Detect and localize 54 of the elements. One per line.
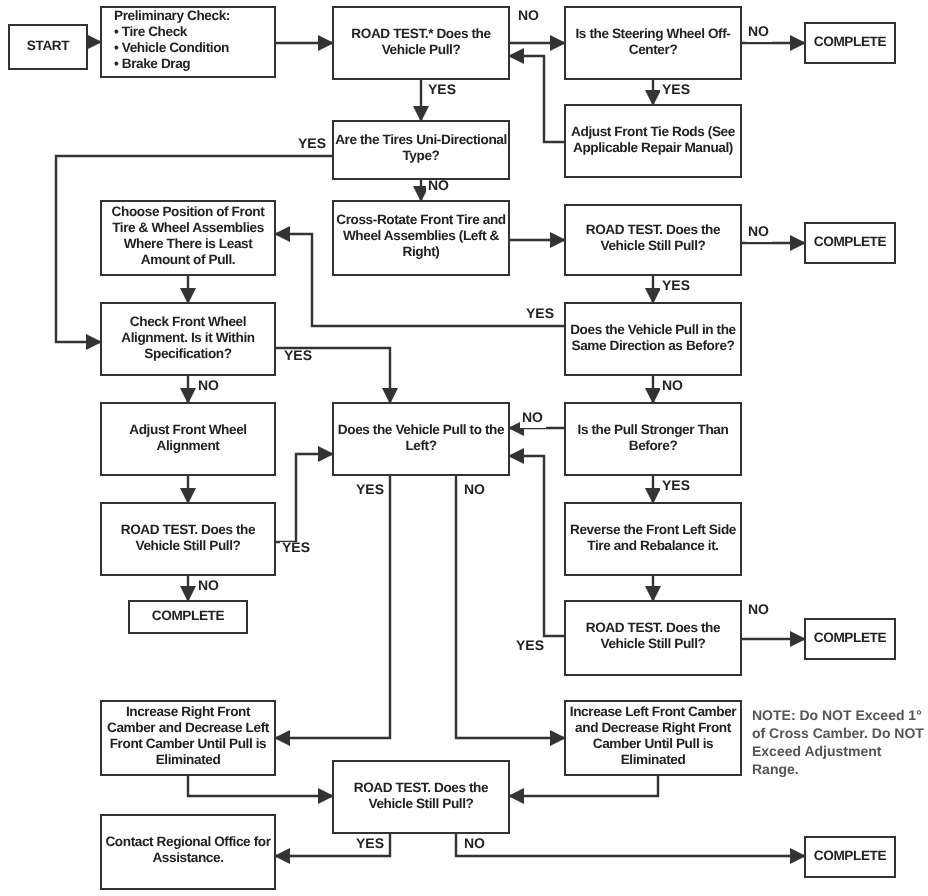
process-box [100, 302, 276, 376]
arrow [742, 631, 806, 647]
arrow [180, 576, 196, 602]
process-box [100, 814, 276, 890]
process-box [564, 6, 742, 80]
arrow [742, 235, 806, 251]
arrow [54, 154, 332, 350]
process-box [332, 6, 510, 80]
arrow [274, 226, 564, 328]
arrow [645, 376, 661, 404]
process-box [128, 600, 248, 634]
arrow [454, 834, 806, 864]
arrow [510, 35, 566, 51]
process-box [564, 302, 742, 376]
process-box [564, 104, 742, 178]
process-box [564, 600, 742, 676]
process-box [100, 502, 276, 576]
arrow [186, 776, 334, 804]
arrow [645, 576, 661, 602]
process-box [100, 6, 276, 78]
arrow [276, 446, 334, 544]
arrow [274, 834, 392, 864]
arrow [413, 80, 429, 122]
arrow [508, 776, 660, 804]
process-box [804, 22, 896, 64]
arrow [645, 276, 661, 304]
process-box [564, 402, 742, 476]
arrow [508, 48, 564, 144]
process-box [804, 618, 896, 660]
arrow [645, 80, 661, 106]
process-box [564, 204, 742, 276]
arrow [508, 448, 564, 638]
process-box [332, 200, 510, 276]
process-box [8, 24, 88, 70]
arrow [276, 346, 398, 404]
process-box [332, 120, 510, 180]
process-box [332, 402, 510, 476]
arrow [508, 420, 564, 436]
process-box [332, 760, 510, 834]
arrow [645, 476, 661, 504]
arrow [742, 35, 806, 51]
arrow [180, 476, 196, 504]
arrow [274, 476, 392, 746]
arrow [413, 180, 429, 202]
arrow [510, 232, 566, 248]
arrow [276, 35, 334, 51]
process-box [804, 222, 896, 264]
arrow [454, 476, 566, 746]
process-box [564, 502, 742, 576]
arrow [86, 34, 102, 50]
arrow [180, 376, 196, 404]
arrow [180, 276, 196, 304]
process-box [804, 836, 896, 878]
process-box [100, 402, 276, 476]
